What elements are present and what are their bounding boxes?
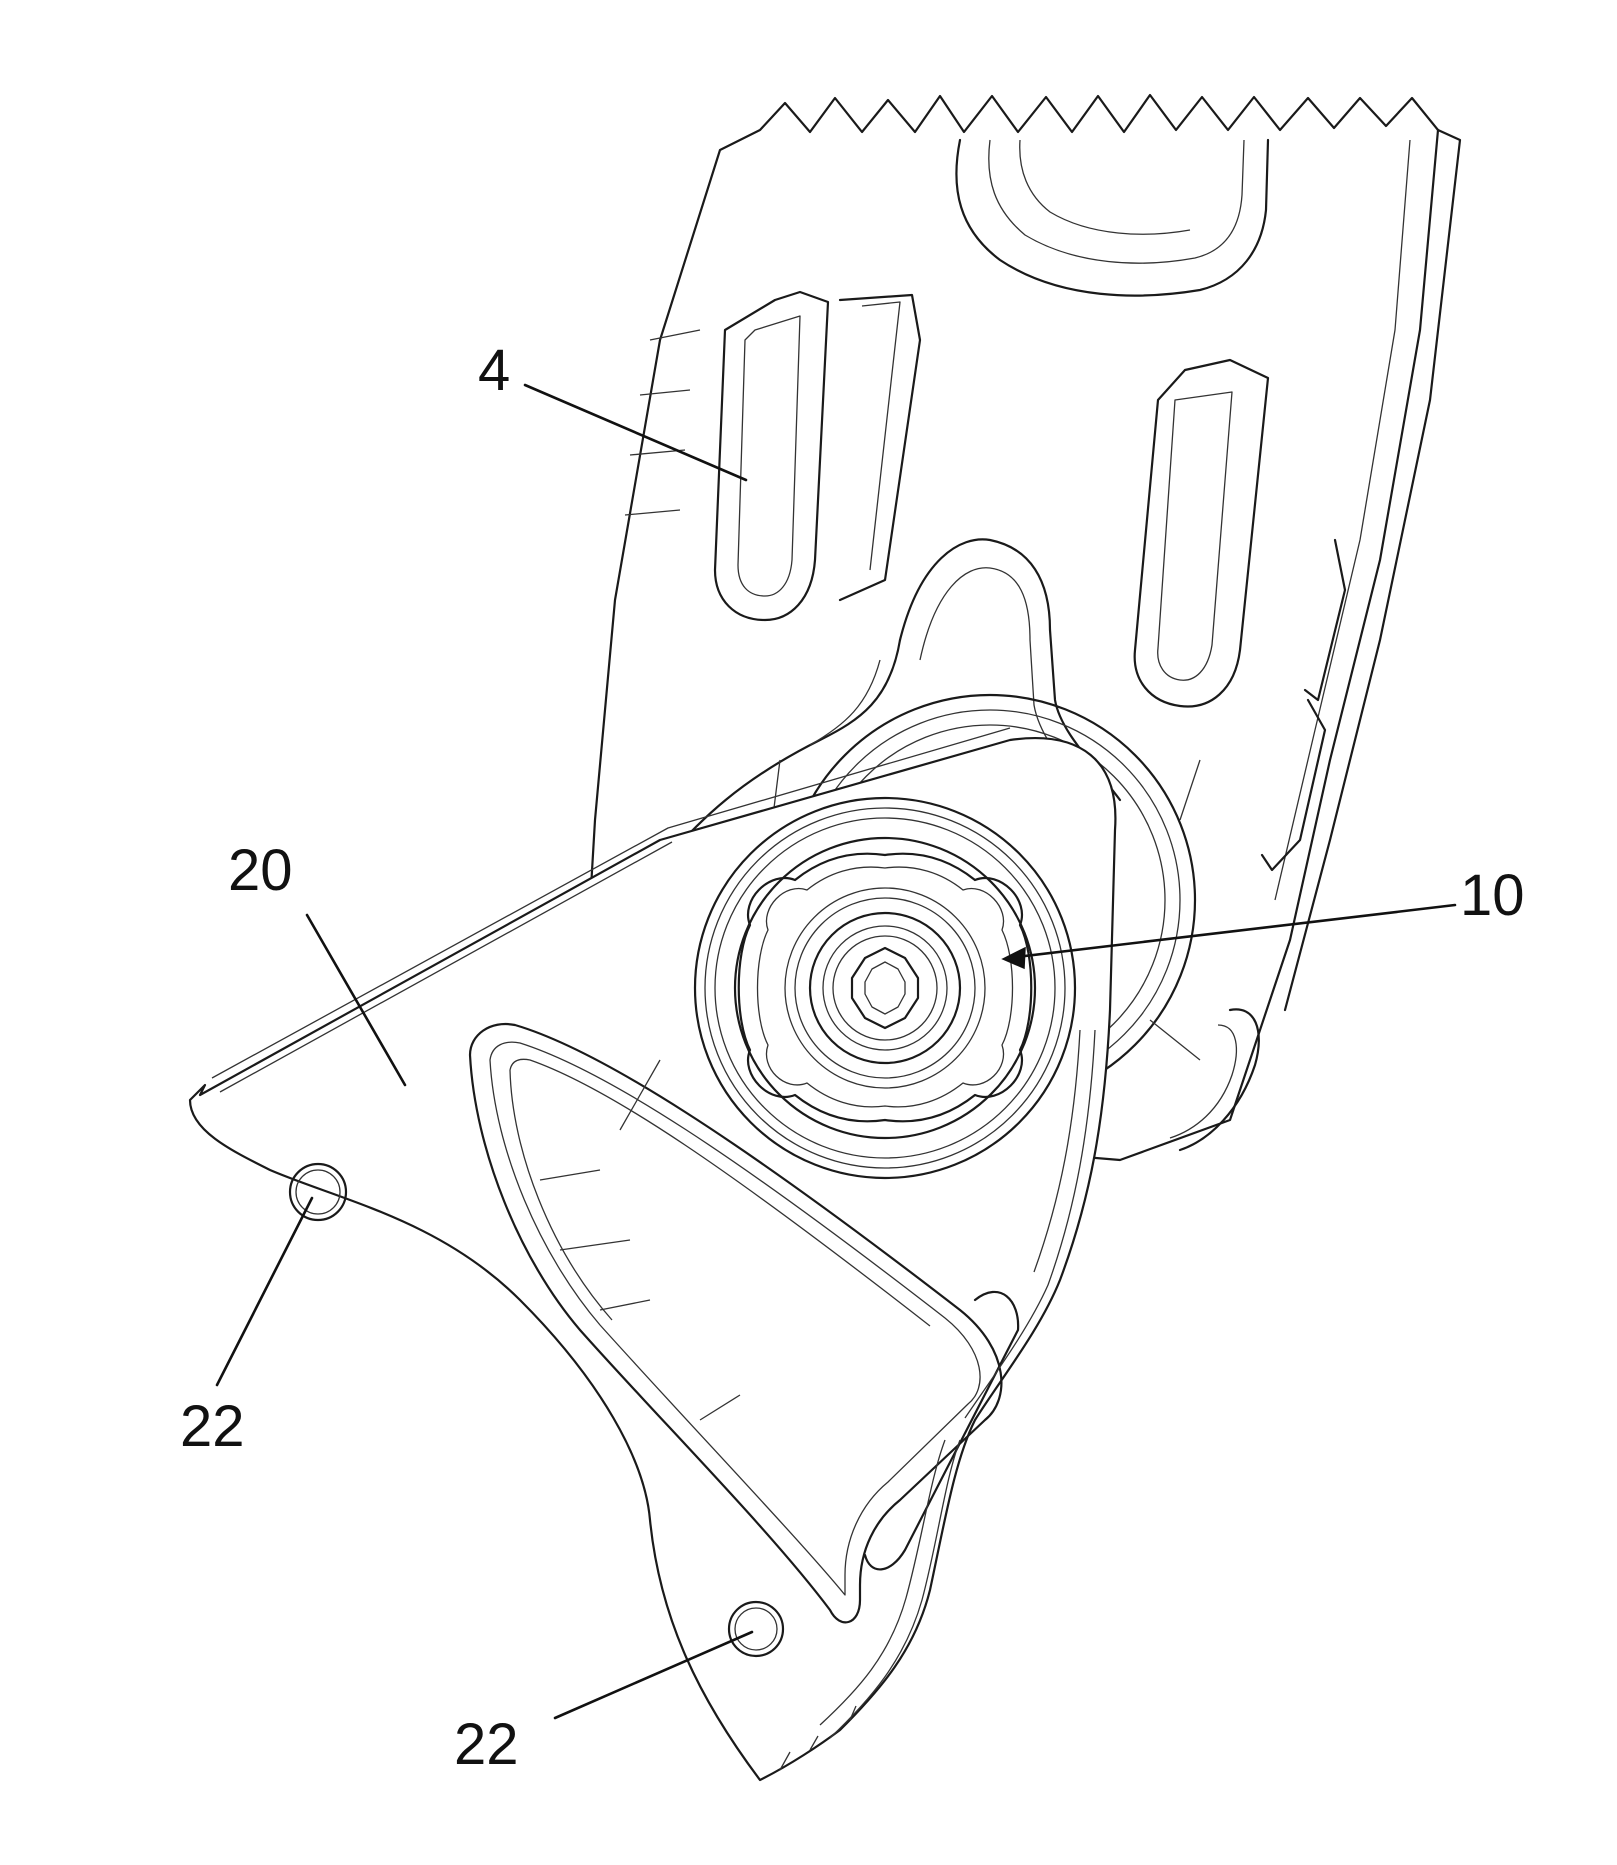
leader-line-22-upper — [217, 1198, 312, 1385]
label-10: 10 — [1460, 863, 1525, 928]
label-22-lower: 22 — [454, 1712, 519, 1777]
hinge-fitting — [695, 798, 1075, 1178]
label-22-upper: 22 — [180, 1394, 245, 1459]
label-20: 20 — [228, 838, 293, 903]
label-4: 4 — [478, 338, 510, 403]
